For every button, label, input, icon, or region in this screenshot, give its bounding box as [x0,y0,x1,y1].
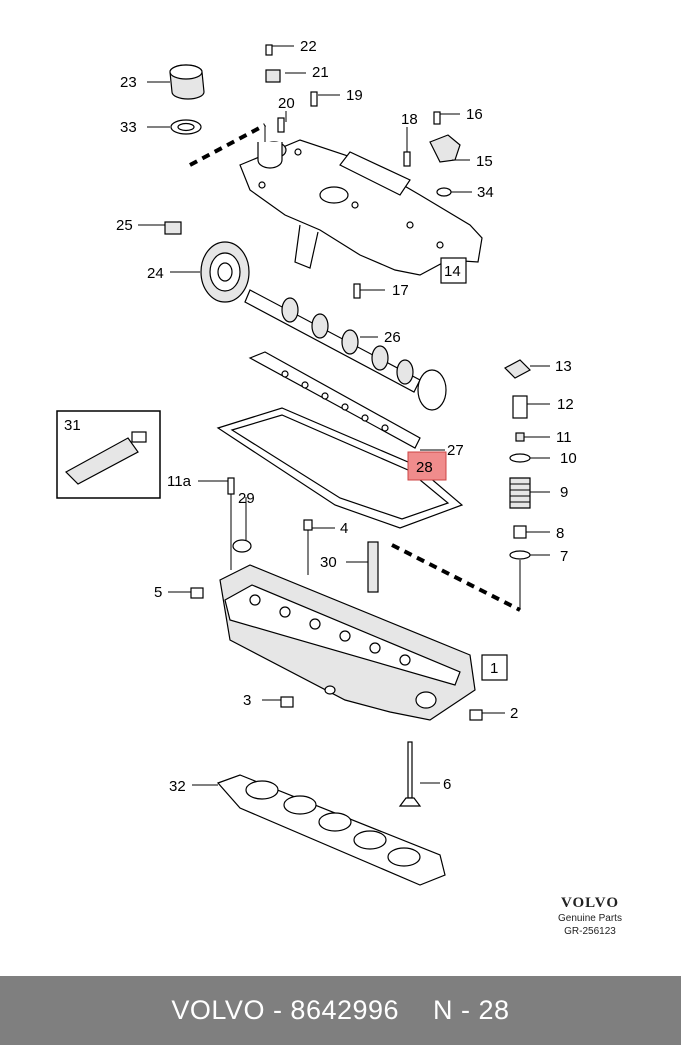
label-14[interactable]: 14 [444,263,461,280]
label-2[interactable]: 2 [510,705,518,722]
label-8[interactable]: 8 [556,525,564,542]
diagram-code: GR-256123 [564,926,616,937]
label-23[interactable]: 23 [120,74,137,91]
label-34[interactable]: 34 [477,184,494,201]
volvo-logo: VOLVO [560,895,620,911]
label-16[interactable]: 16 [466,106,483,123]
label-10[interactable]: 10 [560,450,577,467]
label-29[interactable]: 29 [238,490,255,507]
head-gasket [216,774,446,886]
label-27[interactable]: 27 [447,442,464,459]
label-4[interactable]: 4 [340,520,348,537]
camshaft [244,289,447,411]
volvo-brand-block: VOLVO Genuine Parts GR-256123 [540,895,640,938]
highlight-28 [407,451,447,481]
label-28[interactable]: 28 [416,459,433,476]
label-5[interactable]: 5 [154,584,162,601]
label-15[interactable]: 15 [476,153,493,170]
label-30[interactable]: 30 [320,554,337,571]
box-1 [481,654,508,681]
label-3[interactable]: 3 [243,692,251,709]
label-20[interactable]: 20 [278,95,295,112]
label-24[interactable]: 24 [147,265,164,282]
label-11a[interactable]: 11a [167,473,192,490]
leader-lines [138,45,550,786]
cylinder-head [219,564,476,721]
part-labels: 22 21 23 20 19 33 18 16 15 34 25 24 14 1… [64,38,577,795]
oil-cap [169,64,205,135]
footer-part-number: VOLVO - 8642996 [171,995,400,1025]
valve [398,741,422,807]
footer-bar: VOLVO - 8642996 N - 28 [0,976,681,1045]
valve-cover-gasket [216,407,464,529]
gasket-upper [248,351,421,449]
label-31[interactable]: 31 [64,417,81,434]
cam-gear [164,221,250,303]
label-1[interactable]: 1 [490,660,498,677]
label-6[interactable]: 6 [443,776,451,793]
guide-dash-bottom-right [391,543,521,612]
label-9[interactable]: 9 [560,484,568,501]
footer-ref: N - 28 [433,995,510,1025]
guide-dash-top-left [189,123,266,167]
label-21[interactable]: 21 [312,64,329,81]
sealant-tube-box [56,410,161,499]
label-25[interactable]: 25 [116,217,133,234]
small-fasteners-top [265,44,461,299]
label-26[interactable]: 26 [384,329,401,346]
label-19[interactable]: 19 [346,87,363,104]
valve-cover [239,139,483,276]
label-32[interactable]: 32 [169,778,186,795]
label-7[interactable]: 7 [560,548,568,565]
label-11[interactable]: 11 [556,429,572,446]
label-22[interactable]: 22 [300,38,317,55]
label-17[interactable]: 17 [392,282,409,299]
box-14 [440,257,467,284]
label-12[interactable]: 12 [557,396,574,413]
label-33[interactable]: 33 [120,119,137,136]
label-18[interactable]: 18 [401,111,418,128]
label-13[interactable]: 13 [555,358,572,375]
valve-train [504,359,531,560]
head-bolts [227,477,379,593]
parts-diagram: 22 21 23 20 19 33 18 16 15 34 25 24 14 1… [56,38,577,886]
brand-subtitle: Genuine Parts [558,913,622,924]
